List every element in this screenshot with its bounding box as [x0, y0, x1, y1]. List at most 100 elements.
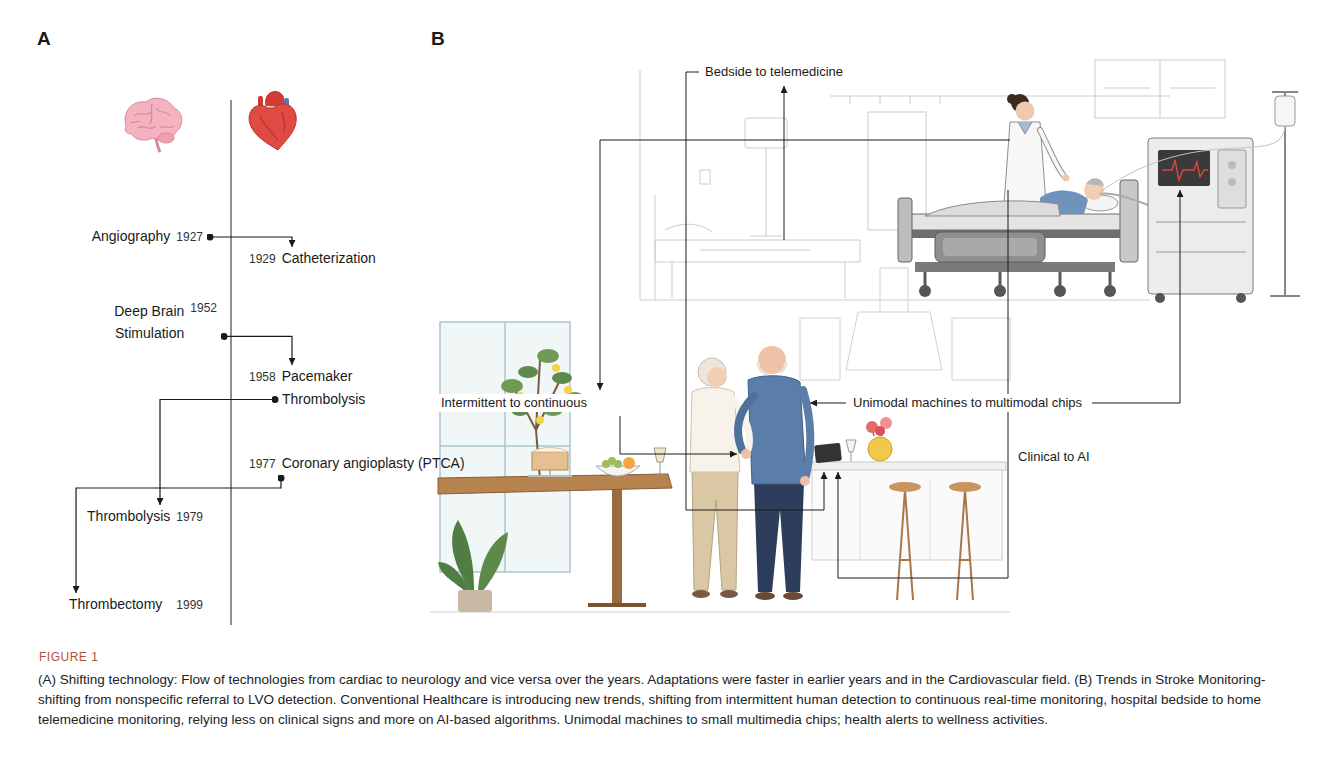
timeline-entry: Angiography1927 [88, 226, 207, 248]
leader-line [600, 72, 1180, 578]
trend-label: Bedside to telemedicine [702, 63, 846, 81]
couple-figures [720, 590, 738, 598]
monitor-machine [1156, 222, 1246, 252]
nurse-figure [1007, 94, 1017, 104]
lemon-tree [552, 372, 572, 384]
brain-icon [125, 98, 182, 152]
nurse-figure [1040, 130, 1064, 176]
dining-table [655, 462, 665, 474]
nurse-figure [1004, 94, 1070, 204]
couple-figures [707, 367, 727, 387]
timeline-entry: Thrombolysis [278, 389, 369, 410]
year-label: 1999 [176, 597, 203, 614]
timeline-entry: Thrombectomy1999 [65, 594, 207, 616]
year-label: 1927 [176, 229, 203, 246]
year-label: 1979 [176, 509, 203, 526]
couple-figures [758, 362, 786, 374]
kitchen-counter [875, 426, 885, 436]
heart-icon [260, 112, 285, 140]
leader-line [620, 416, 737, 454]
kitchen-sketch [846, 312, 942, 370]
hospital-sketch [700, 170, 710, 184]
monitor-machine [1218, 150, 1246, 208]
lemon-tree [564, 386, 572, 394]
iv-pole [1275, 96, 1295, 126]
heart-icon [249, 104, 296, 150]
hospital-sketch [640, 70, 1150, 300]
trend-label: Clinical to AI [1015, 448, 1093, 466]
heart-icon [249, 92, 296, 150]
trend-label: Intermittent to continuous [438, 394, 590, 412]
hospital-bed [915, 262, 1115, 272]
timeline-arrow [76, 478, 281, 593]
leader-line [784, 86, 785, 240]
hospital-bed [925, 272, 1110, 286]
panel-letter: A [34, 26, 54, 51]
monitor-machine [1100, 193, 1148, 205]
kitchen-counter [814, 443, 842, 464]
hospital-sketch [655, 195, 845, 300]
monitor-machine [1158, 150, 1210, 186]
couple-figures [738, 396, 754, 450]
event-label: Catheterization [282, 250, 376, 267]
iv-pole [1100, 126, 1285, 192]
brain-icon [156, 138, 160, 152]
hospital-bed [1104, 285, 1116, 297]
lemon-tree [536, 416, 544, 424]
dining-table [588, 603, 646, 607]
figure-number: FIGURE 1 [36, 648, 101, 666]
timeline-entry: Thrombolysis 1979 [83, 506, 207, 528]
monitor-machine [1155, 293, 1165, 303]
couple-figures [783, 592, 803, 600]
lemon-tree [552, 364, 560, 372]
couple-figures [698, 358, 726, 386]
leader-line [1092, 190, 1180, 403]
patient-figure [925, 201, 1060, 216]
year-label: 1952 [190, 300, 217, 317]
iv-pole [1100, 92, 1300, 296]
kitchen-counter [846, 440, 856, 461]
iv-pole [1270, 92, 1300, 296]
patient-figure [1086, 178, 1104, 186]
year-label: 1929 [249, 251, 276, 268]
timeline-arrow [224, 336, 292, 365]
house-plant [478, 532, 508, 592]
hospital-sketch [1105, 60, 1215, 118]
event-label: Coronary angioplasty (PTCA) [282, 455, 465, 472]
house-plant [438, 520, 508, 612]
hospital-sketch [830, 96, 1170, 104]
year-label: 1958 [249, 369, 276, 386]
event-label: Thrombolysis [87, 508, 170, 525]
leader-line [810, 403, 846, 404]
couple-figures [690, 346, 810, 600]
monitor-machine [1228, 178, 1236, 186]
year-label: 1977 [249, 456, 276, 473]
lemon-tree [501, 379, 523, 393]
kitchen-counter [889, 482, 921, 492]
monitor-machine [1148, 138, 1253, 294]
hospital-bed [1054, 285, 1066, 297]
kitchen-counter [949, 482, 981, 492]
panel-letter: B [428, 26, 448, 51]
figure-caption: (A) Shifting technology: Flow of technol… [38, 670, 1286, 730]
timeline-entry: 1958Pacemaker [245, 366, 357, 388]
hospital-bed [898, 198, 912, 262]
nurse-figure [1040, 130, 1064, 176]
brain-icon [130, 104, 174, 128]
couple-figures [748, 376, 806, 484]
timeline-entry: 1977 Coronary angioplasty (PTCA) [245, 453, 469, 475]
kitchen-counter [897, 490, 973, 600]
couple-figures [758, 346, 786, 374]
hospital-sketch [750, 148, 782, 236]
house-plant [458, 590, 492, 612]
dining-table [614, 460, 622, 468]
monitor-machine [1228, 161, 1236, 169]
dining-table [532, 452, 568, 470]
trend-label: Unimodal machines to multimodal chips [850, 394, 1085, 412]
timeline-arrow [160, 400, 275, 506]
nurse-figure [1018, 122, 1032, 134]
hospital-sketch [1095, 60, 1225, 118]
hospital-bed [1120, 180, 1138, 262]
